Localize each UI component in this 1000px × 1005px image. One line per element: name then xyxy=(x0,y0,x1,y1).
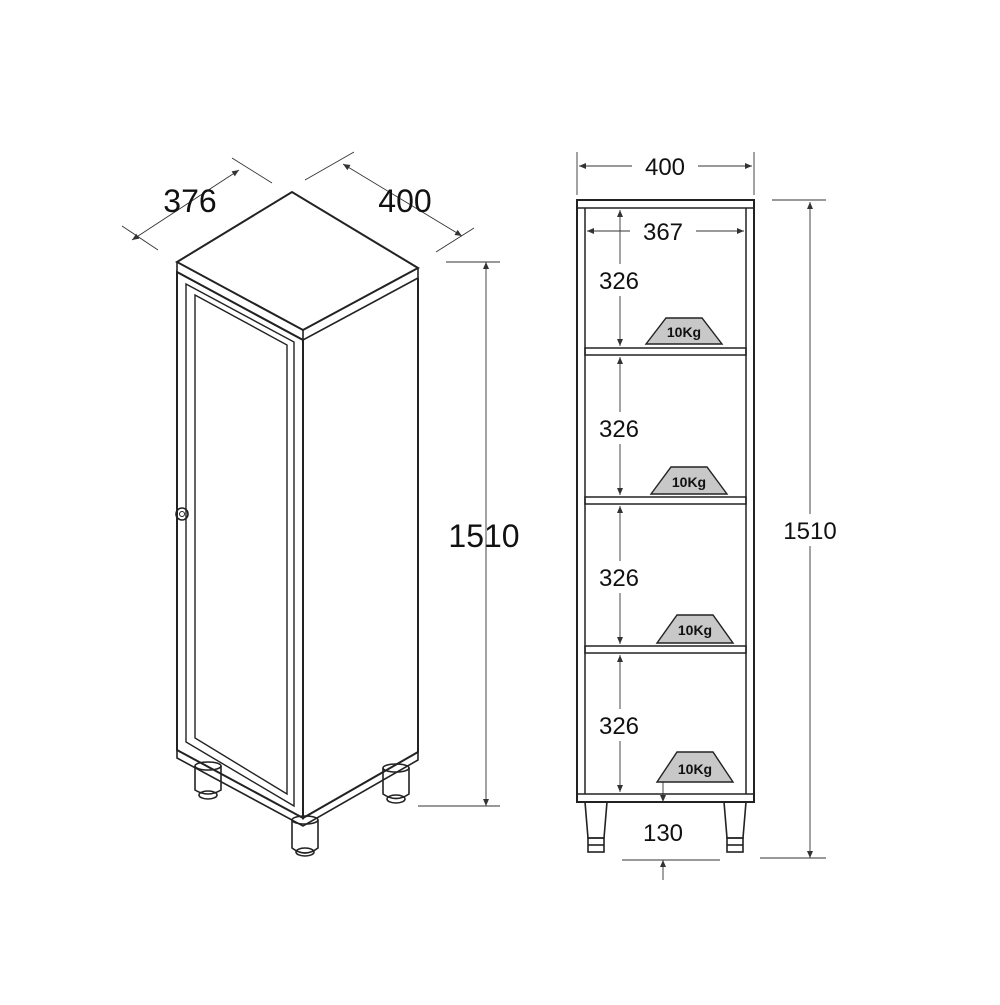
shelf-height-label: 326 xyxy=(599,565,639,592)
cabinet-plinth xyxy=(176,750,419,827)
leg-clearance-dimension xyxy=(622,780,720,880)
shelf-board-1 xyxy=(584,347,747,356)
isometric-cabinet: 376 400 1510 xyxy=(121,151,520,857)
compartment-2: 326 10Kg xyxy=(594,357,729,495)
shelf-board-2 xyxy=(584,496,747,505)
compartment-3: 326 10Kg xyxy=(594,506,735,644)
load-capacity-label: 10Kg xyxy=(678,761,712,777)
front-height-dimension xyxy=(760,199,836,859)
front-width-label: 400 xyxy=(645,154,685,181)
cabinet-door xyxy=(176,270,304,820)
leg-clearance-label: 130 xyxy=(643,820,683,847)
front-inner-width-label: 367 xyxy=(643,219,683,246)
load-badge xyxy=(649,466,729,495)
door-knob xyxy=(175,507,189,521)
shelf-board-3 xyxy=(584,645,747,654)
iso-width-label: 400 xyxy=(378,183,431,219)
front-leg-left xyxy=(580,801,612,853)
iso-leg-left xyxy=(194,761,222,800)
shelf-height-label: 326 xyxy=(599,268,639,295)
load-badge xyxy=(655,614,735,644)
load-capacity-label: 10Kg xyxy=(678,622,712,638)
iso-depth-label: 376 xyxy=(163,183,216,219)
front-width-dimension xyxy=(576,150,755,195)
load-badge xyxy=(644,317,724,345)
front-view-cabinet: 400 367 1510 130 326 10Kg xyxy=(576,150,837,880)
iso-leg-front xyxy=(291,815,319,857)
shelf-height-label: 326 xyxy=(599,416,639,443)
front-leg-right xyxy=(719,801,751,853)
cabinet-side-panel xyxy=(302,278,419,820)
front-height-label: 1510 xyxy=(783,518,836,545)
door-panel-inner xyxy=(194,293,288,796)
iso-depth-dimension xyxy=(121,157,273,251)
front-outer-frame xyxy=(576,199,755,803)
load-badge xyxy=(655,751,735,783)
shelf-height-label: 326 xyxy=(599,713,639,740)
iso-width-dimension xyxy=(304,151,475,253)
cabinet-top-edge xyxy=(176,262,419,341)
front-inner-width-dimension xyxy=(587,216,744,246)
load-capacity-label: 10Kg xyxy=(672,474,706,490)
iso-leg-right xyxy=(382,763,410,804)
load-capacity-label: 10Kg xyxy=(667,324,701,340)
door-frame-inner xyxy=(185,282,295,808)
iso-height-label: 1510 xyxy=(448,518,519,554)
compartment-1: 326 10Kg xyxy=(594,210,724,346)
compartment-4: 326 10Kg xyxy=(594,655,735,792)
iso-height-dimension xyxy=(418,261,500,807)
